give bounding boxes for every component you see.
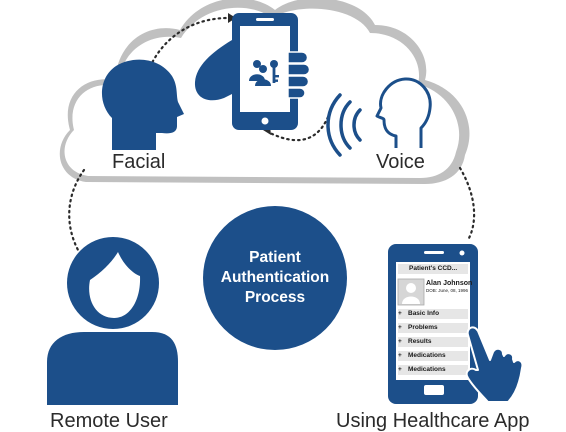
- connector-cloud-to-user: [68, 168, 86, 252]
- remote-user-label: Remote User: [50, 410, 168, 432]
- menu-item-label: Medications: [408, 352, 446, 359]
- menu-item-problems[interactable]: + Problems: [398, 324, 438, 332]
- menu-item-medications-2[interactable]: + Medications: [398, 366, 446, 374]
- menu-item-results[interactable]: + Results: [398, 338, 432, 346]
- expand-icon: +: [398, 338, 402, 345]
- user-face: [89, 252, 141, 318]
- facial-label: Facial: [112, 151, 166, 173]
- hand-fingers: [287, 51, 311, 99]
- phone-in-hand-icon: [194, 13, 311, 130]
- expand-icon: +: [398, 352, 402, 359]
- sound-wave-icon: [326, 93, 362, 157]
- app-title-bar: [398, 264, 468, 274]
- menu-item-label: Problems: [408, 324, 438, 331]
- authentication-diagram: [47, 0, 524, 405]
- hand-thumb: [194, 40, 240, 101]
- voice-head-icon: [375, 77, 432, 148]
- process-circle: [203, 206, 347, 350]
- menu-item-basic-info[interactable]: + Basic Info: [398, 310, 440, 318]
- voice-label: Voice: [376, 151, 425, 173]
- healthcare-app-label: Using Healthcare App: [336, 410, 530, 432]
- face-profile-icon: [101, 59, 184, 150]
- patient-name: Alan Johnson: [426, 280, 473, 287]
- user-avatar-icon: [47, 237, 178, 405]
- pointing-hand-icon: [465, 326, 524, 403]
- menu-item-label: Medications: [408, 366, 446, 373]
- arrowhead-to-phone-top: [228, 13, 236, 23]
- users-key-icon: [249, 60, 279, 86]
- menu-item-label: Basic Info: [408, 310, 440, 317]
- menu-item-medications[interactable]: + Medications: [398, 352, 446, 360]
- expand-icon: +: [398, 324, 402, 331]
- user-body: [47, 332, 178, 405]
- menu-item-label: Results: [408, 338, 432, 345]
- app-screen-title: Patient's CCD...: [409, 265, 458, 272]
- connector-cloud-to-app: [458, 166, 476, 242]
- connector-voice-to-phone: [266, 110, 332, 142]
- process-title: Patient Authentication Process: [220, 249, 330, 306]
- patient-dob: DOB: June, 08, 1996: [426, 288, 469, 293]
- expand-icon: +: [398, 310, 402, 317]
- phone-app-icon: [388, 244, 478, 404]
- expand-icon: +: [398, 366, 402, 373]
